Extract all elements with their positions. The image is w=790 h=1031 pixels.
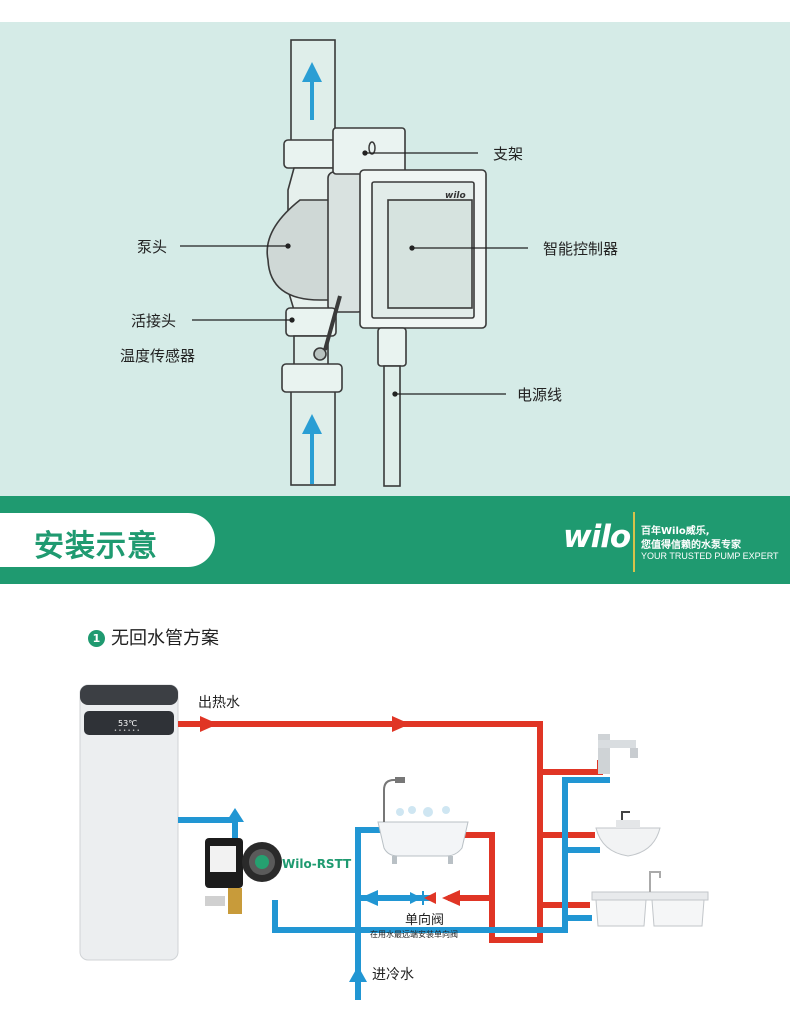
banner-title-pill: 安装示意 [0, 513, 215, 567]
sink-icon [591, 871, 709, 927]
label-union: 活接头 [131, 312, 177, 330]
check-valve-note: 在用水最远端安装单向阀 [370, 930, 458, 939]
check-valve-label: 单向阀 [405, 913, 445, 928]
heater-display: 53℃ [118, 719, 137, 728]
cold-water-pipes [178, 777, 610, 1000]
scheme-title: 1 无回水管方案 [88, 624, 219, 650]
label-bracket: 支架 [493, 145, 524, 163]
lower-union-nut-2 [281, 363, 343, 393]
up-arrow-icon [302, 62, 322, 120]
svg-text:wilo: wilo [445, 191, 466, 201]
banner-title: 安装示意 [34, 529, 158, 564]
sink-icon [595, 811, 661, 857]
label-controller: 智能控制器 [543, 240, 619, 258]
check-valve-icon [410, 891, 436, 905]
bathtub-icon [377, 777, 469, 864]
temperature-sensor [313, 347, 327, 361]
scheme-title-text: 无回水管方案 [111, 628, 219, 649]
slogan-line-2: 您值得信赖的水泵专家 [641, 540, 741, 551]
pump-volute [266, 199, 333, 301]
hot-out-label: 出热水 [198, 695, 240, 711]
pump-icon [205, 838, 282, 914]
label-power-cord: 电源线 [517, 386, 563, 404]
section-banner: 安装示意 wilo 百年Wilo威乐, 您值得信赖的水泵专家 YOUR TRUS… [0, 496, 790, 584]
pump-label: Wilo-RSTT [282, 857, 352, 871]
cold-in-label: 进冷水 [372, 967, 414, 983]
svg-text:• • • • • •: • • • • • • [114, 728, 140, 734]
slogan-line-3: YOUR TRUSTED PUMP EXPERT [641, 551, 779, 561]
faucet-icon [598, 734, 638, 774]
label-pump-head: 泵头 [137, 238, 168, 256]
up-arrow-icon [302, 414, 322, 484]
label-temp-sensor: 温度传感器 [120, 347, 196, 365]
wilo-logo: wilo [563, 519, 631, 555]
slogan-line-1: 百年Wilo威乐, [641, 526, 710, 537]
banner-divider [633, 512, 635, 572]
scheme-number-badge: 1 [88, 630, 105, 647]
water-heater-icon: 53℃ • • • • • • [79, 684, 179, 961]
pump-illustration: wilo [180, 39, 528, 487]
